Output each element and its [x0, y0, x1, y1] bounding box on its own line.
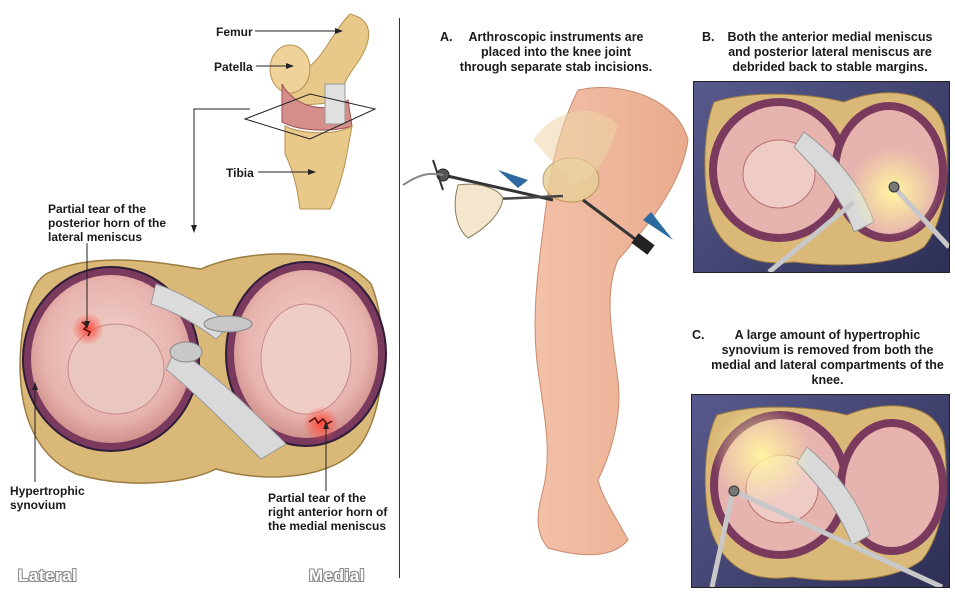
- synovium-leader: [32, 382, 38, 482]
- step-c-letter: C.: [692, 328, 705, 342]
- leg-arthroscopy-illustration: [402, 86, 689, 556]
- patella-leader: [256, 63, 294, 69]
- tibial-plateau-top-view: [19, 253, 387, 484]
- lateral-side-label: Lateral: [18, 566, 78, 585]
- lateral-tear-leader: [84, 243, 90, 329]
- synovium-label: Hypertrophic synovium: [10, 484, 85, 512]
- step-c-panel: [691, 394, 950, 588]
- tibia-leader: [258, 169, 316, 175]
- step-a-caption-block: A. Arthroscopic instruments are placed i…: [440, 30, 654, 75]
- medial-tear-label: Partial tear of the right anterior horn …: [268, 491, 388, 533]
- section-divider: [399, 18, 400, 578]
- step-b-caption-block: B. Both the anterior medial meniscus and…: [702, 30, 940, 75]
- step-b-debridement-illustration: [704, 92, 949, 272]
- femur-label: Femur: [216, 25, 253, 39]
- femur-leader: [255, 28, 343, 34]
- step-b-panel: [693, 81, 950, 273]
- step-c-caption-block: C. A large amount of hypertrophic synovi…: [692, 328, 945, 388]
- patella-label: Patella: [214, 60, 253, 74]
- step-c-caption: A large amount of hypertrophic synovium …: [711, 328, 944, 387]
- medial-side-label: Medial: [309, 566, 365, 585]
- view-plane-leader: [191, 108, 250, 233]
- knee-joint-illustration: [243, 13, 377, 210]
- step-b-caption: Both the anterior medial meniscus and po…: [727, 30, 933, 74]
- tibia-label: Tibia: [226, 166, 254, 180]
- step-b-letter: B.: [702, 30, 715, 44]
- step-c-synovectomy-illustration: [704, 405, 947, 587]
- step-a-caption: Arthroscopic instruments are placed into…: [459, 30, 653, 74]
- lateral-tear-label: Partial tear of the posterior horn of th…: [48, 202, 166, 244]
- medial-tear-leader: [323, 421, 329, 491]
- step-a-letter: A.: [440, 30, 453, 44]
